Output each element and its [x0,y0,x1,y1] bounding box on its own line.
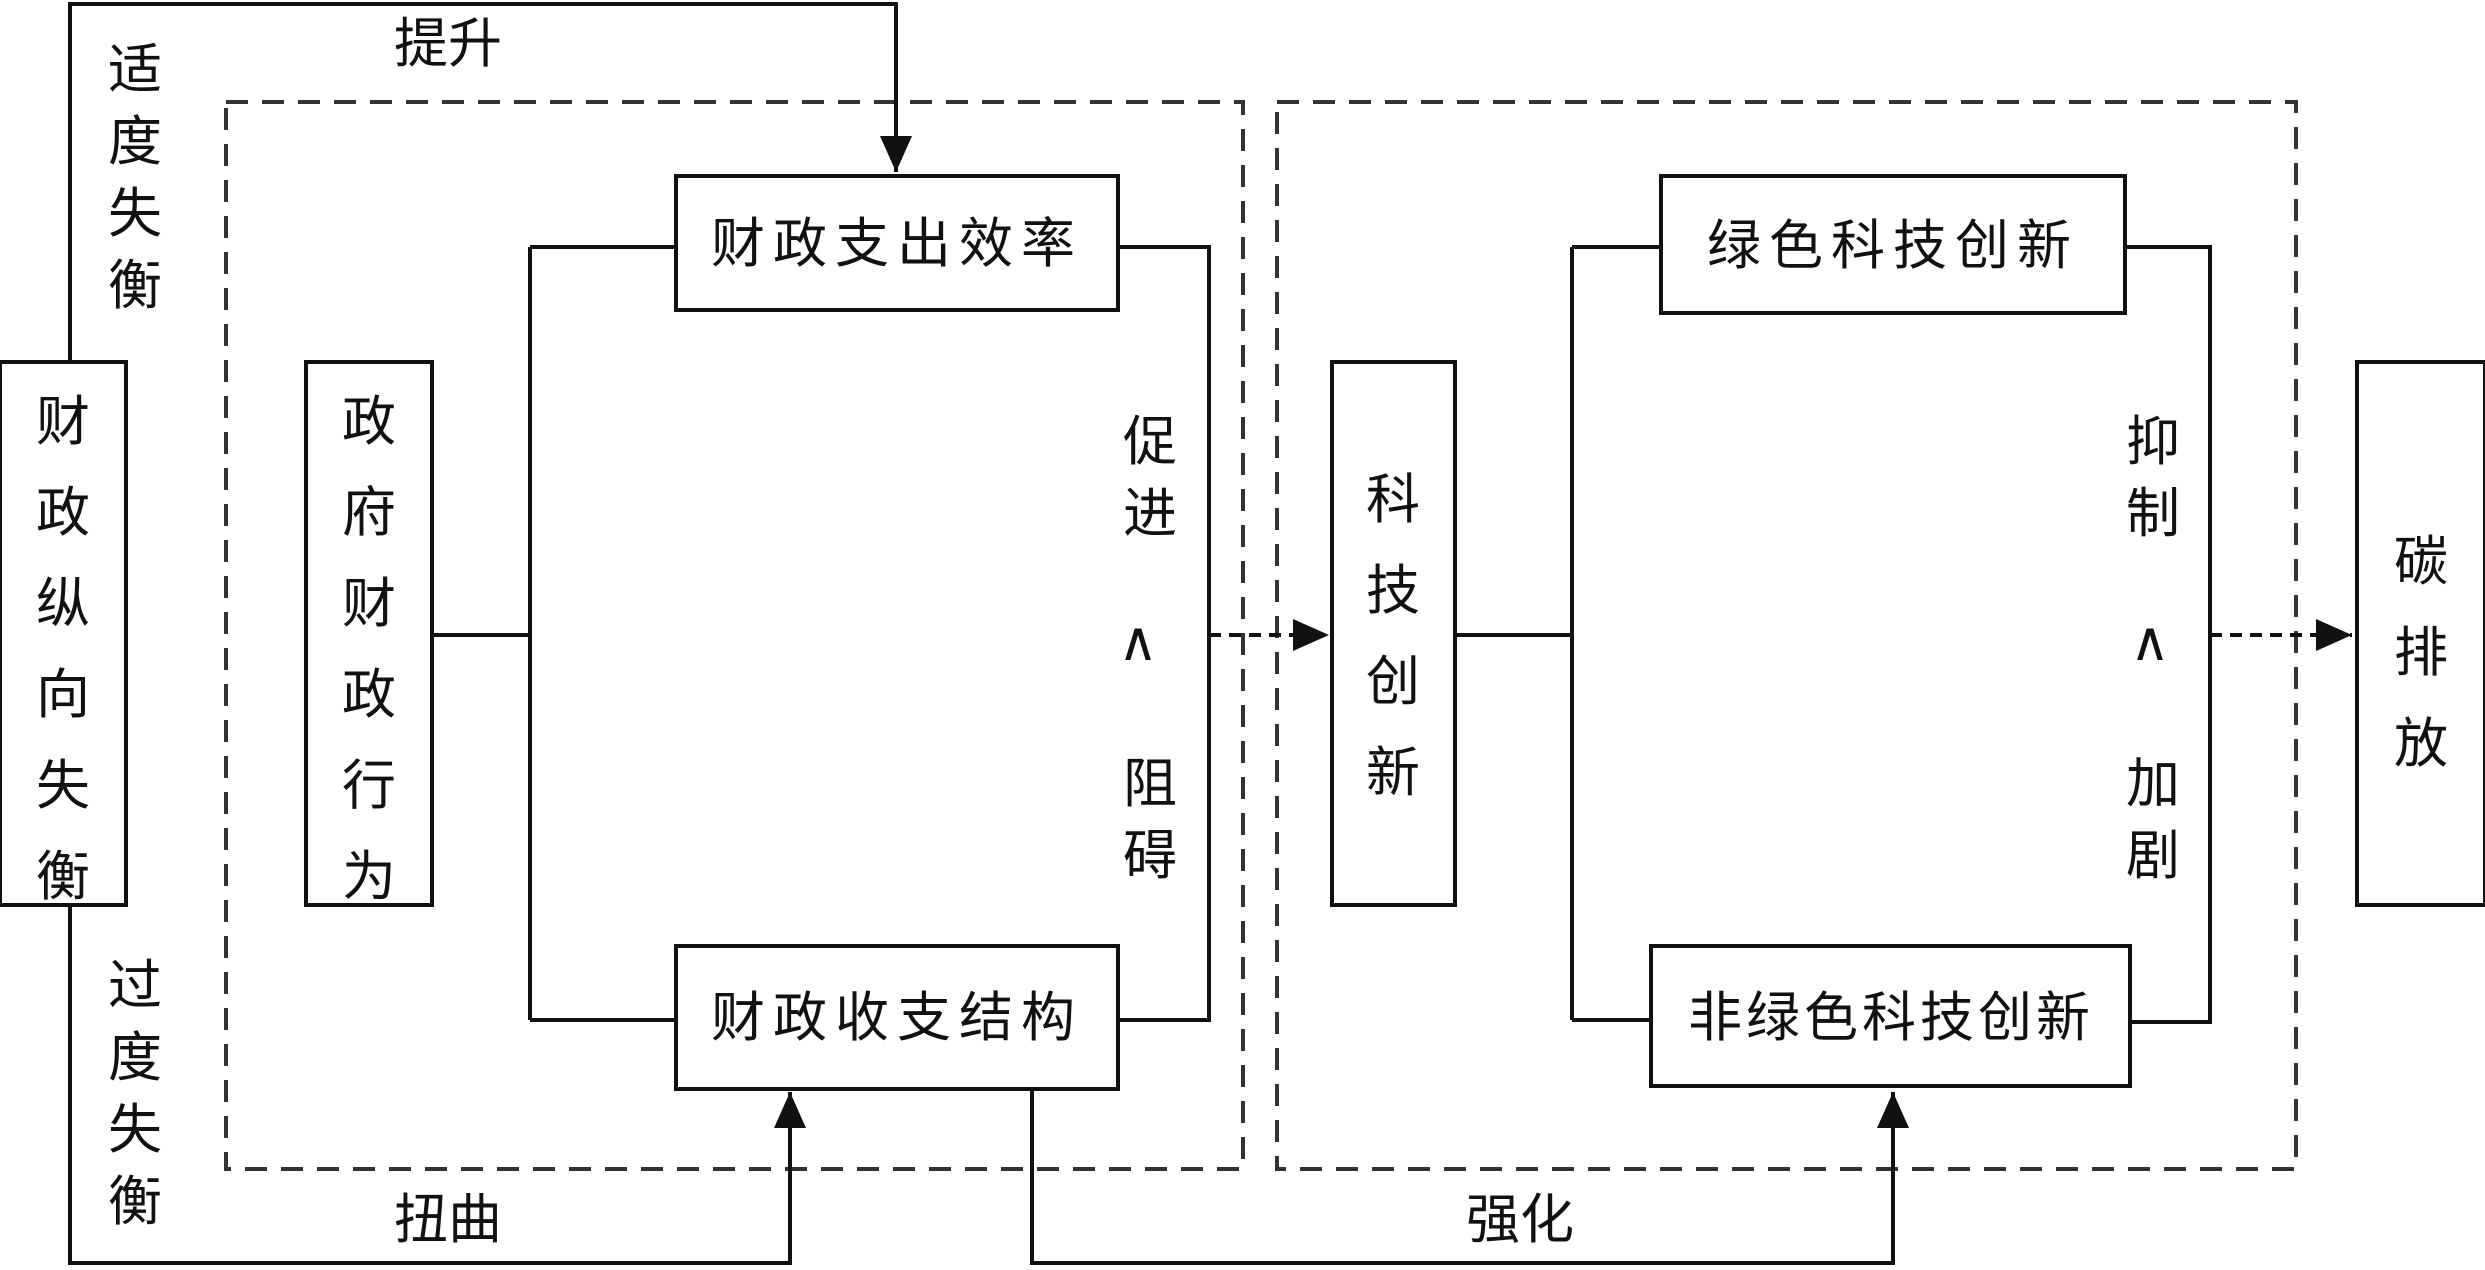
green-innovation-label: 绿色科技创新 [1707,214,2079,277]
fiscal-imbalance-box [0,360,128,907]
excessive-imbalance-label: 过度失衡 [108,954,162,1233]
behavior-branch-line [432,245,676,1022]
carbon-emission-box [2355,360,2485,907]
spending-efficiency-label: 财政支出效率 [711,212,1083,275]
gov-behavior-label: 政府财政行为 [342,390,396,908]
gov-behavior-box [304,360,434,907]
improve-arrow [68,2,912,362]
tech-innovation-label: 科技创新 [1366,468,1420,804]
or-symbol-left: ∧ [1118,610,1158,673]
non-green-innovation-box [1649,944,2132,1088]
hinder-label: 阻碍 [1123,752,1177,887]
moderate-imbalance-label: 适度失衡 [108,38,162,317]
improve-label: 提升 [394,12,502,75]
or-symbol-right: ∧ [2130,610,2170,673]
innovation-branch-line [1455,245,1661,1022]
non-green-innovation-label: 非绿色科技创新 [1688,986,2094,1049]
strengthen-arrow [1030,1085,1909,1265]
distort-arrow [68,905,806,1265]
green-innovation-box [1659,174,2127,315]
fiscal-behavior-group-frame [224,100,1245,1171]
tech-innovation-box [1330,360,1457,907]
inhibit-label: 抑制 [2126,410,2180,545]
revenue-structure-box [674,944,1120,1091]
fiscal-imbalance-label: 财政纵向失衡 [36,390,90,908]
strengthen-label: 强化 [1466,1188,1574,1251]
carbon-emission-label: 碳排放 [2394,530,2448,775]
aggravate-label: 加剧 [2126,752,2180,887]
spending-efficiency-box [674,174,1120,312]
revenue-structure-label: 财政收支结构 [711,986,1083,1049]
distort-label: 扭曲 [394,1188,502,1251]
promote-label: 促进 [1123,410,1177,545]
